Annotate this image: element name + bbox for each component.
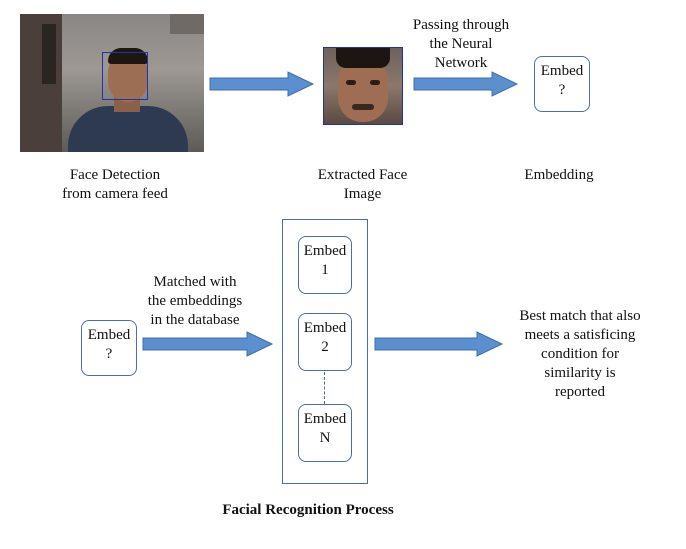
arrow-database-to-result [374, 331, 504, 357]
database-embedding-2: Embed 2 [298, 313, 352, 371]
embedding-caption: Embedding [524, 167, 594, 183]
embedding-database [282, 219, 368, 484]
arrow-detection-to-face [209, 71, 315, 97]
arrow-face-to-embedding [413, 71, 519, 97]
face-detection-box [102, 52, 148, 100]
database-embedding-n: Embed N [298, 404, 352, 462]
matching-label: Matched with the embeddings in the datab… [147, 274, 243, 328]
extracted-face-caption: Extracted Face Image [317, 167, 408, 202]
database-embedding-1: Embed 1 [298, 236, 352, 294]
arrow-query-to-database [142, 331, 274, 357]
neural-network-label: Passing through the Neural Network [412, 17, 510, 71]
diagram-title: Facial Recognition Process [222, 502, 394, 518]
face-detection-caption: Face Detection from camera feed [62, 167, 168, 202]
camera-feed-image [20, 14, 204, 152]
embedding-output-box: Embed ? [534, 56, 590, 112]
best-match-caption: Best match that also meets a satisficing… [519, 308, 641, 400]
query-embedding-box: Embed ? [81, 320, 137, 376]
extracted-face-image [323, 47, 403, 125]
ellipsis-connector [324, 372, 325, 404]
